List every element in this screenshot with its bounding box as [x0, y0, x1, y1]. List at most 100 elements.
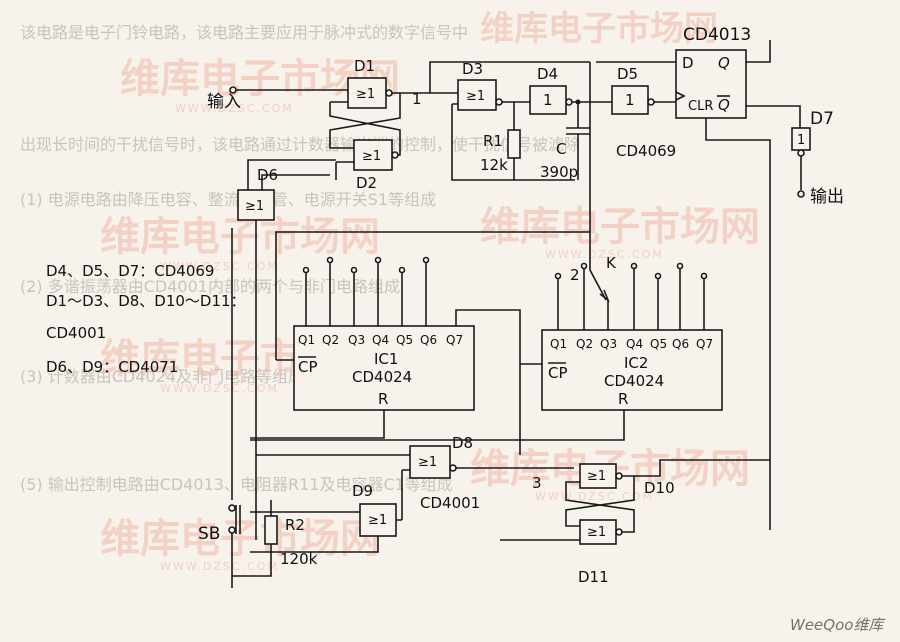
ic2-pin-cp: CP — [548, 364, 568, 382]
c-value: 390p — [540, 163, 578, 181]
wire-ff-clr — [705, 118, 771, 530]
wire-latch2-cross-2 — [565, 481, 635, 533]
switch-k-arrow — [599, 289, 610, 303]
watermark-url-6: WWW.DZSC.COM — [160, 560, 279, 573]
output-terminal — [797, 190, 805, 198]
ff-pin-qbar: Q — [718, 96, 730, 114]
d2-label: D2 — [356, 174, 377, 192]
bg-text-4: (2) 多谐振荡器由CD4001内部的两个与非门电路组成 — [20, 277, 400, 296]
gate-d2 — [353, 139, 393, 171]
switch-k — [589, 230, 607, 301]
wire-d8-inputs — [256, 454, 410, 520]
watermark-brand-2: 维库电子市场网 — [480, 9, 718, 49]
wire-d3-feedback — [451, 103, 575, 181]
cd4013-label: CD4013 — [683, 25, 751, 45]
r1-label: R1 — [483, 132, 503, 150]
ic2-q1: Q1 — [550, 337, 567, 351]
d4-symbol: 1 — [543, 91, 553, 109]
ic1-output-pins — [302, 256, 521, 455]
ic1-label: IC1 — [374, 350, 398, 368]
gate-d3 — [457, 79, 497, 111]
r2-value: 120k — [280, 550, 318, 568]
ic2-q6: Q6 — [672, 337, 689, 351]
ic2-q5: Q5 — [650, 337, 667, 351]
d7-symbol: 1 — [797, 133, 805, 148]
input-label: 输入 — [207, 92, 241, 112]
ic1-q2: Q2 — [322, 333, 339, 347]
ff-clock-triangle — [675, 91, 686, 101]
ic1-pin-cp: CP — [298, 358, 318, 376]
d3-label: D3 — [462, 60, 483, 78]
capacitor-c — [566, 102, 590, 180]
wire-latch-cross-1 — [329, 92, 430, 149]
watermark-url-4: WWW.DZSC.COM — [160, 382, 279, 395]
gate-d8 — [409, 445, 451, 479]
watermark-brand-3: 维库电子市场网 — [100, 214, 380, 260]
wire-latch-cross-2 — [329, 101, 401, 156]
ic2-part: CD4024 — [604, 372, 664, 390]
bg-text-2: 出现长时间的干扰信号时，该电路通过计数器输出端的控制，使干扰信号被滤除 — [20, 135, 580, 154]
ic1-q-pins: Q1 Q2 Q3 Q4 Q5 Q6 Q7 — [298, 333, 463, 347]
counter-ic2 — [541, 329, 723, 411]
k-label: K — [606, 254, 617, 272]
d6-symbol: ≥1 — [245, 199, 264, 214]
legend-line-3: CD4001 — [46, 324, 106, 342]
node-1-label: 1 — [412, 90, 422, 108]
wire-ic1-r — [250, 410, 385, 439]
cd4001-label: CD4001 — [420, 494, 480, 512]
bg-text-3: (1) 电源电路由降压电容、整流二极管、电源开关S1等组成 — [20, 190, 436, 209]
footer-brand: WeeQoo维库 — [790, 616, 886, 634]
d4-label: D4 — [537, 65, 558, 83]
watermark-url-2: WWW.DZSC.COM — [160, 260, 279, 273]
watermark-url-5: WWW.DZSC.COM — [535, 490, 654, 503]
counter-ic1 — [293, 325, 475, 411]
ic2-q-pins: Q1 Q2 Q3 Q4 Q5 Q6 Q7 — [550, 337, 713, 351]
ic1-q1: Q1 — [298, 333, 315, 347]
d1-label: D1 — [354, 57, 375, 75]
ic2-label: IC2 — [624, 354, 648, 372]
flipflop-cd4013 — [675, 49, 747, 119]
gate-d10 — [579, 463, 617, 489]
wire-d6-inputs — [247, 159, 336, 190]
gate-d4 — [529, 85, 567, 115]
gate-d6 — [237, 189, 275, 221]
wire-ff-outputs — [746, 40, 801, 128]
watermark-url-1: WWW.DZSC.COM — [175, 102, 294, 115]
legend-line-2: D1～D3、D8、D10～D11： — [46, 292, 246, 310]
c-label: C — [556, 140, 566, 158]
ff-pin-q: Q — [718, 54, 730, 72]
bg-text-6: (5) 输出控制电路由CD4013、电阻器R11及电容器C1等组成 — [20, 475, 453, 494]
wire-d10-out — [634, 459, 770, 477]
watermark-brand-4: 维库电子市场网 — [480, 204, 760, 250]
wire-d2-input — [335, 161, 354, 180]
node-2-label: 2 — [570, 266, 580, 284]
d10-symbol: ≥1 — [587, 469, 606, 484]
ic2-pin-r: R — [618, 390, 628, 408]
d5-label: D5 — [617, 65, 638, 83]
r2-label: R2 — [285, 516, 305, 534]
ic1-pin-r: R — [378, 390, 388, 408]
r1-value: 12k — [480, 156, 508, 174]
d11-symbol: ≥1 — [587, 525, 606, 540]
d10-label: D10 — [644, 479, 675, 497]
cd4069-label: CD4069 — [616, 142, 676, 160]
wire-d9 — [250, 511, 402, 553]
wire-ff-d — [589, 61, 676, 230]
d3-symbol: ≥1 — [466, 89, 485, 104]
ic1-q4: Q4 — [372, 333, 389, 347]
legend-line-4: D6、D9：CD4071 — [46, 358, 178, 376]
ic2-q2: Q2 — [576, 337, 593, 351]
d9-label: D9 — [352, 482, 373, 500]
gate-d11 — [579, 519, 617, 545]
sb-contact-top — [228, 504, 236, 512]
d1-symbol: ≥1 — [356, 87, 375, 102]
d8-symbol: ≥1 — [418, 455, 437, 470]
bg-text-1: 该电路是电子门铃电路，该电路主要应用于脉冲式的数字信号中 — [20, 23, 468, 42]
d7-label: D7 — [810, 109, 834, 129]
ic2-q7: Q7 — [696, 337, 713, 351]
ic2-q3: Q3 — [600, 337, 617, 351]
bg-text-5: (3) 计数器由CD4024及非门电路等组成 — [20, 367, 304, 386]
legend-line-1: D4、D5、D7：CD4069 — [46, 262, 214, 280]
